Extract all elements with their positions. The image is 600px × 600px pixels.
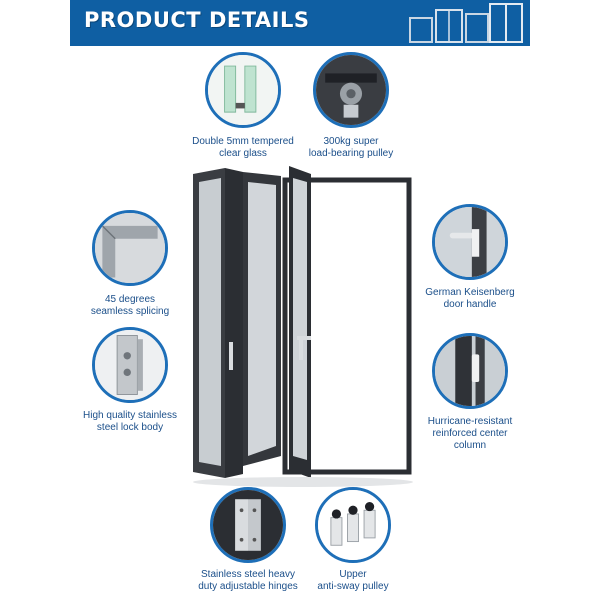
center-column-icon [432, 333, 508, 409]
hinge-icon [210, 487, 286, 563]
tempered-glass-icon [205, 52, 281, 128]
feature-caption-anti-sway: Upper anti-sway pulley [317, 569, 389, 592]
feature-caption-pulley: 300kg super load-bearing pulley [308, 136, 394, 159]
page-title: PRODUCT DETAILS [84, 8, 310, 32]
header-banner: PRODUCT DETAILS [70, 0, 530, 46]
pulley-icon [313, 52, 389, 128]
window-frames-graphic [409, 3, 523, 43]
lock-body-icon [92, 327, 168, 403]
feature-caption-lock: High quality stainless steel lock body [83, 410, 177, 433]
feature-caption-splicing: 45 degrees seamless splicing [90, 294, 170, 317]
splicing-corner-icon [92, 210, 168, 286]
door-handle-icon [432, 204, 508, 280]
folding-door-illustration [193, 166, 413, 487]
feature-caption-glass: Double 5mm tempered clear glass [192, 136, 294, 159]
feature-caption-column: Hurricane-resistant reinforced center co… [427, 416, 513, 451]
feature-caption-handle: German Keisenberg door handle [425, 287, 515, 310]
feature-caption-hinge: Stainless steel heavy duty adjustable hi… [198, 569, 298, 592]
anti-sway-pulley-icon [315, 487, 391, 563]
